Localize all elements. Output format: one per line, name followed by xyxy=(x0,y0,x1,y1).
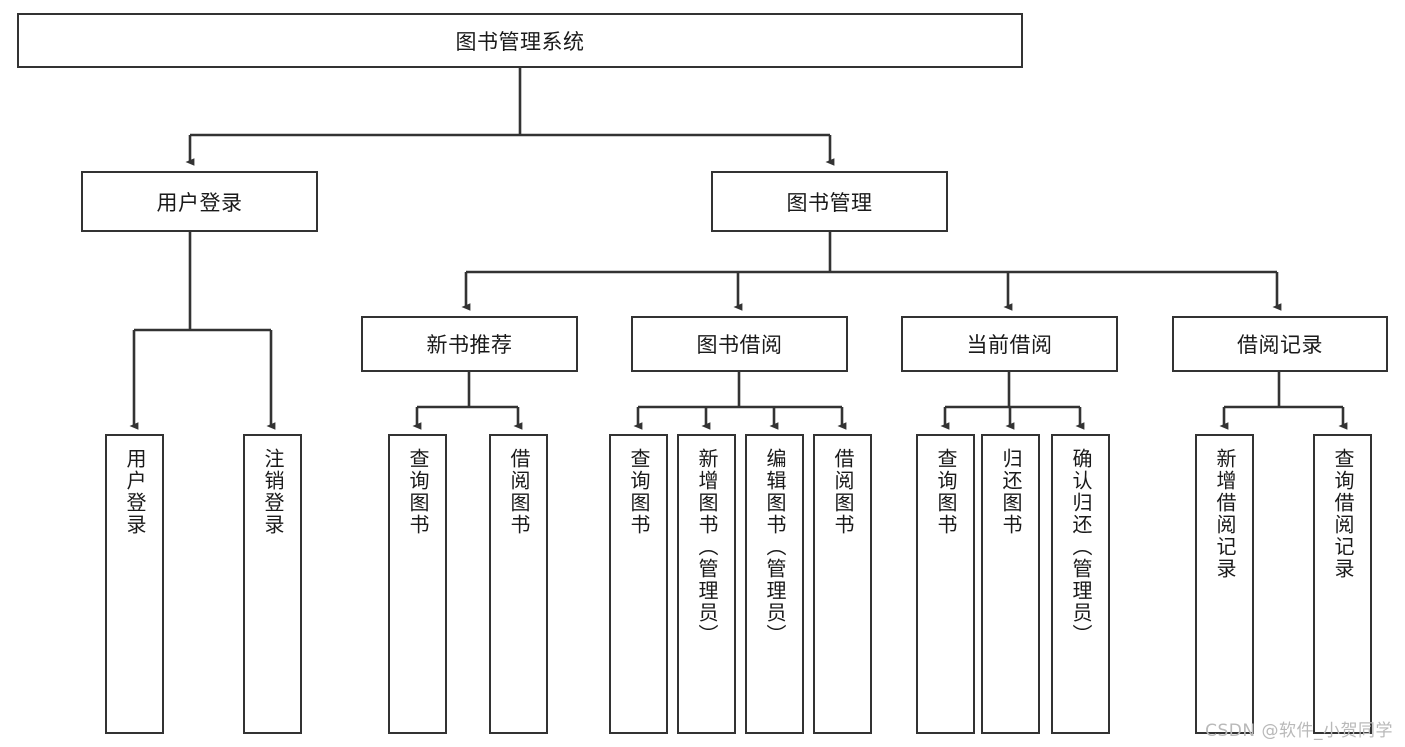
leaf-borrow-query-book[interactable]: 查询图书 xyxy=(609,434,668,734)
node-label: 注销登录 xyxy=(261,448,285,536)
node-label: 查询借阅记录 xyxy=(1331,448,1355,580)
node-label: 新增借阅记录 xyxy=(1213,448,1237,580)
leaf-current-confirm-return[interactable]: 确认归还（管理员） xyxy=(1051,434,1110,734)
node-label: 借阅图书 xyxy=(831,448,855,536)
leaf-current-query-book[interactable]: 查询图书 xyxy=(916,434,975,734)
node-user-login[interactable]: 用户登录 xyxy=(81,171,318,232)
watermark: CSDN @软件_小贺同学 xyxy=(1205,721,1393,741)
node-label: 查询图书 xyxy=(627,448,651,536)
node-label: 新增图书（管理员） xyxy=(695,448,719,646)
leaf-recommend-query-book[interactable]: 查询图书 xyxy=(388,434,447,734)
leaf-user-login-login[interactable]: 用户登录 xyxy=(105,434,164,734)
node-label: 当前借阅 xyxy=(966,333,1053,357)
node-label: 查询图书 xyxy=(934,448,958,536)
node-book-management[interactable]: 图书管理 xyxy=(711,171,948,232)
leaf-borrow-edit-book[interactable]: 编辑图书（管理员） xyxy=(745,434,804,734)
node-root[interactable]: 图书管理系统 xyxy=(17,13,1023,68)
node-label: 编辑图书（管理员） xyxy=(763,448,787,646)
node-label: 确认归还（管理员） xyxy=(1069,448,1093,646)
node-label: 归还图书 xyxy=(999,448,1023,536)
leaf-recommend-borrow-book[interactable]: 借阅图书 xyxy=(489,434,548,734)
node-new-book-recommend[interactable]: 新书推荐 xyxy=(361,316,578,372)
leaf-borrow-borrow-book[interactable]: 借阅图书 xyxy=(813,434,872,734)
node-current-borrow[interactable]: 当前借阅 xyxy=(901,316,1118,372)
node-label: 图书管理系统 xyxy=(455,29,585,54)
node-label: 图书管理 xyxy=(786,190,873,215)
node-book-borrow[interactable]: 图书借阅 xyxy=(631,316,848,372)
node-label: 图书借阅 xyxy=(696,333,783,357)
node-label: 借阅图书 xyxy=(507,448,531,536)
node-label: 借阅记录 xyxy=(1237,333,1323,357)
node-label: 查询图书 xyxy=(406,448,430,536)
node-label: 新书推荐 xyxy=(426,333,513,357)
node-borrow-record[interactable]: 借阅记录 xyxy=(1172,316,1388,372)
node-label: 用户登录 xyxy=(156,190,243,215)
leaf-borrow-add-book[interactable]: 新增图书（管理员） xyxy=(677,434,736,734)
leaf-record-query-record[interactable]: 查询借阅记录 xyxy=(1313,434,1372,734)
leaf-current-return-book[interactable]: 归还图书 xyxy=(981,434,1040,734)
node-label: 用户登录 xyxy=(123,448,147,536)
leaf-record-add-record[interactable]: 新增借阅记录 xyxy=(1195,434,1254,734)
leaf-user-login-logout[interactable]: 注销登录 xyxy=(243,434,302,734)
